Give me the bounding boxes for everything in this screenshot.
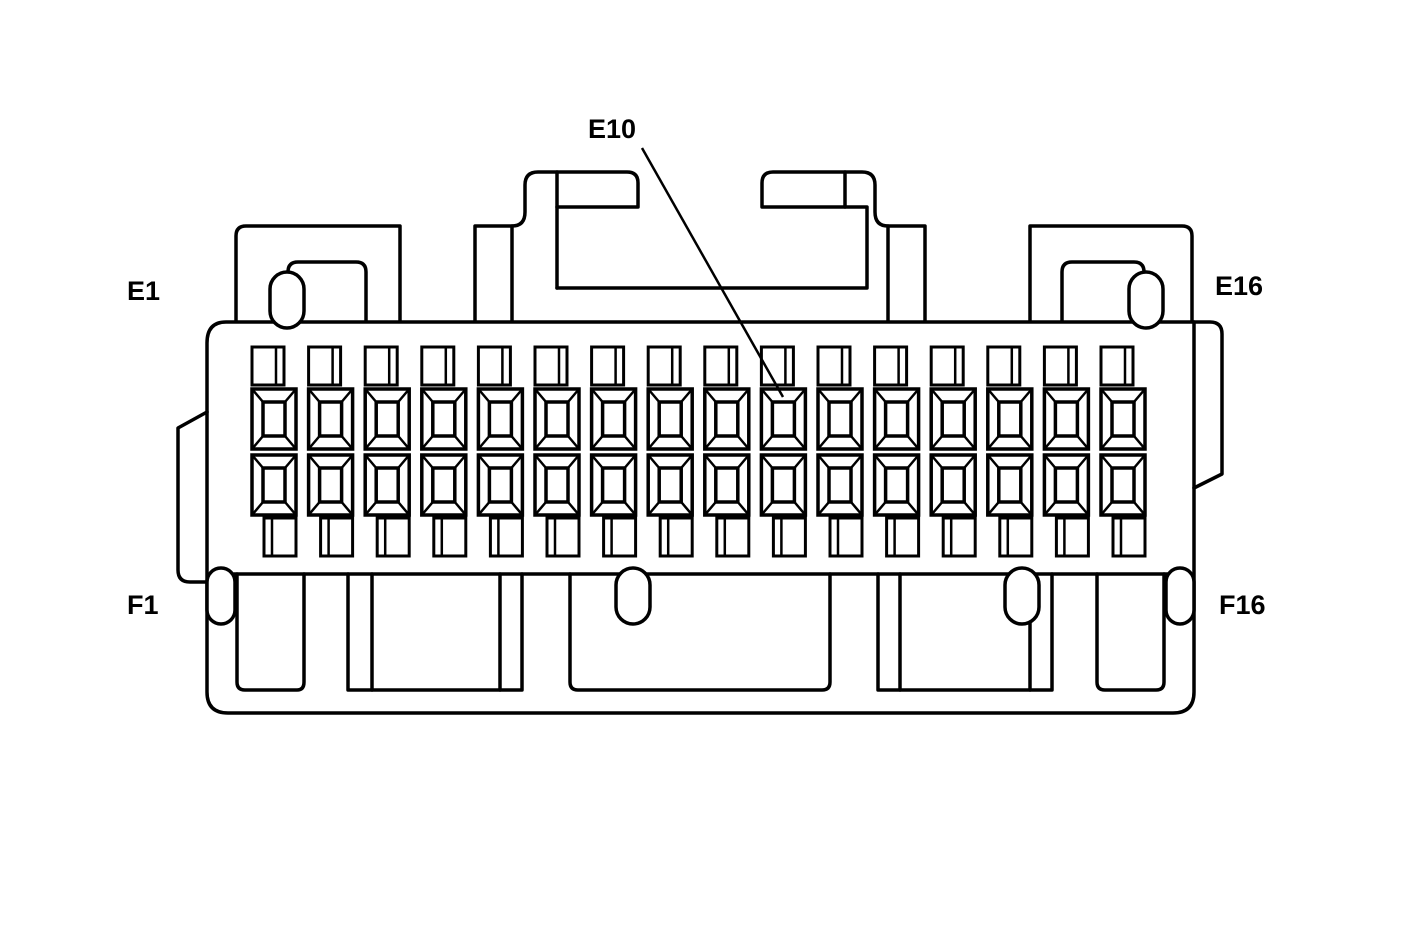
- f-terminal-3: [363, 453, 411, 517]
- f-latch-16: [1111, 516, 1147, 558]
- e-latch-9: [703, 345, 739, 387]
- e-terminal-15: [1042, 387, 1091, 451]
- f-terminal-1: [250, 453, 298, 517]
- f-terminal-15: [1042, 453, 1091, 517]
- f-latch-8: [658, 516, 694, 558]
- e-terminal-13: [929, 387, 977, 451]
- f-latch-6: [545, 516, 581, 558]
- f-terminal-9: [703, 453, 751, 517]
- f-latch-12: [885, 516, 921, 558]
- e-latch-14: [986, 345, 1022, 387]
- e10-leader-line: [640, 147, 785, 398]
- left-post: [473, 170, 640, 324]
- f-terminal-6: [533, 453, 581, 517]
- f-terminal-12: [872, 453, 921, 517]
- e-latch-6: [533, 345, 569, 387]
- f-latch-15: [1054, 516, 1090, 558]
- left-latch-arch: [286, 260, 368, 324]
- e-latch-8: [646, 345, 682, 387]
- e-latch-2: [307, 345, 343, 387]
- e-latch-12: [873, 345, 909, 387]
- e-latch-15: [1042, 345, 1078, 387]
- f-latch-13: [941, 516, 977, 558]
- e-terminal-6: [533, 387, 581, 451]
- e-terminal-12: [872, 387, 921, 451]
- e-terminal-10: [759, 387, 808, 451]
- e-terminal-3: [363, 387, 411, 451]
- f-terminal-7: [589, 453, 638, 517]
- label-e16: E16: [1215, 271, 1264, 301]
- e-terminal-9: [703, 387, 751, 451]
- right-post: [555, 170, 927, 324]
- f-terminal-5: [476, 453, 525, 517]
- left-side-rib: [176, 410, 209, 584]
- e-latch-11: [816, 345, 852, 387]
- f-latch-4: [432, 516, 468, 558]
- e-terminal-2: [306, 387, 355, 451]
- f-latch-5: [488, 516, 524, 558]
- label-f1: F1: [127, 590, 159, 620]
- f-terminal-4: [420, 453, 468, 517]
- left-top-tab: [234, 224, 402, 324]
- e-terminal-11: [816, 387, 864, 451]
- f-terminal-16: [1099, 453, 1147, 517]
- label-e10: E10: [588, 114, 637, 144]
- e-terminal-7: [589, 387, 638, 451]
- e-terminal-4: [420, 387, 468, 451]
- e-latch-16: [1099, 345, 1135, 387]
- e-latch-7: [590, 345, 626, 387]
- f-terminal-14: [986, 453, 1034, 517]
- f-latch-1: [262, 516, 298, 558]
- f-latch-14: [998, 516, 1034, 558]
- f-latch-10: [771, 516, 807, 558]
- f-terminal-2: [306, 453, 355, 517]
- f-latch-3: [375, 516, 411, 558]
- right-latch-arch: [1060, 260, 1146, 324]
- e-latch-1: [250, 345, 286, 387]
- terminal-grid: [250, 345, 1147, 558]
- f-latch-7: [602, 516, 638, 558]
- e-terminal-8: [646, 387, 694, 451]
- e-terminal-14: [986, 387, 1034, 451]
- f-latch-11: [828, 516, 864, 558]
- right-top-tab: [1028, 224, 1194, 324]
- e-terminal-5: [476, 387, 525, 451]
- e-latch-13: [929, 345, 965, 387]
- e-latch-5: [476, 345, 512, 387]
- e-terminal-1: [250, 387, 298, 451]
- label-e1: E1: [127, 276, 161, 306]
- top-structure: [234, 170, 1194, 324]
- e-latch-3: [363, 345, 399, 387]
- f-terminal-10: [759, 453, 808, 517]
- right-side-rib: [1192, 320, 1224, 490]
- e-terminal-16: [1099, 387, 1147, 451]
- f-terminal-8: [646, 453, 694, 517]
- f-latch-9: [715, 516, 751, 558]
- e-latch-4: [420, 345, 456, 387]
- f-terminal-11: [816, 453, 864, 517]
- f-terminal-13: [929, 453, 977, 517]
- f-latch-2: [319, 516, 355, 558]
- label-f16: F16: [1219, 590, 1266, 620]
